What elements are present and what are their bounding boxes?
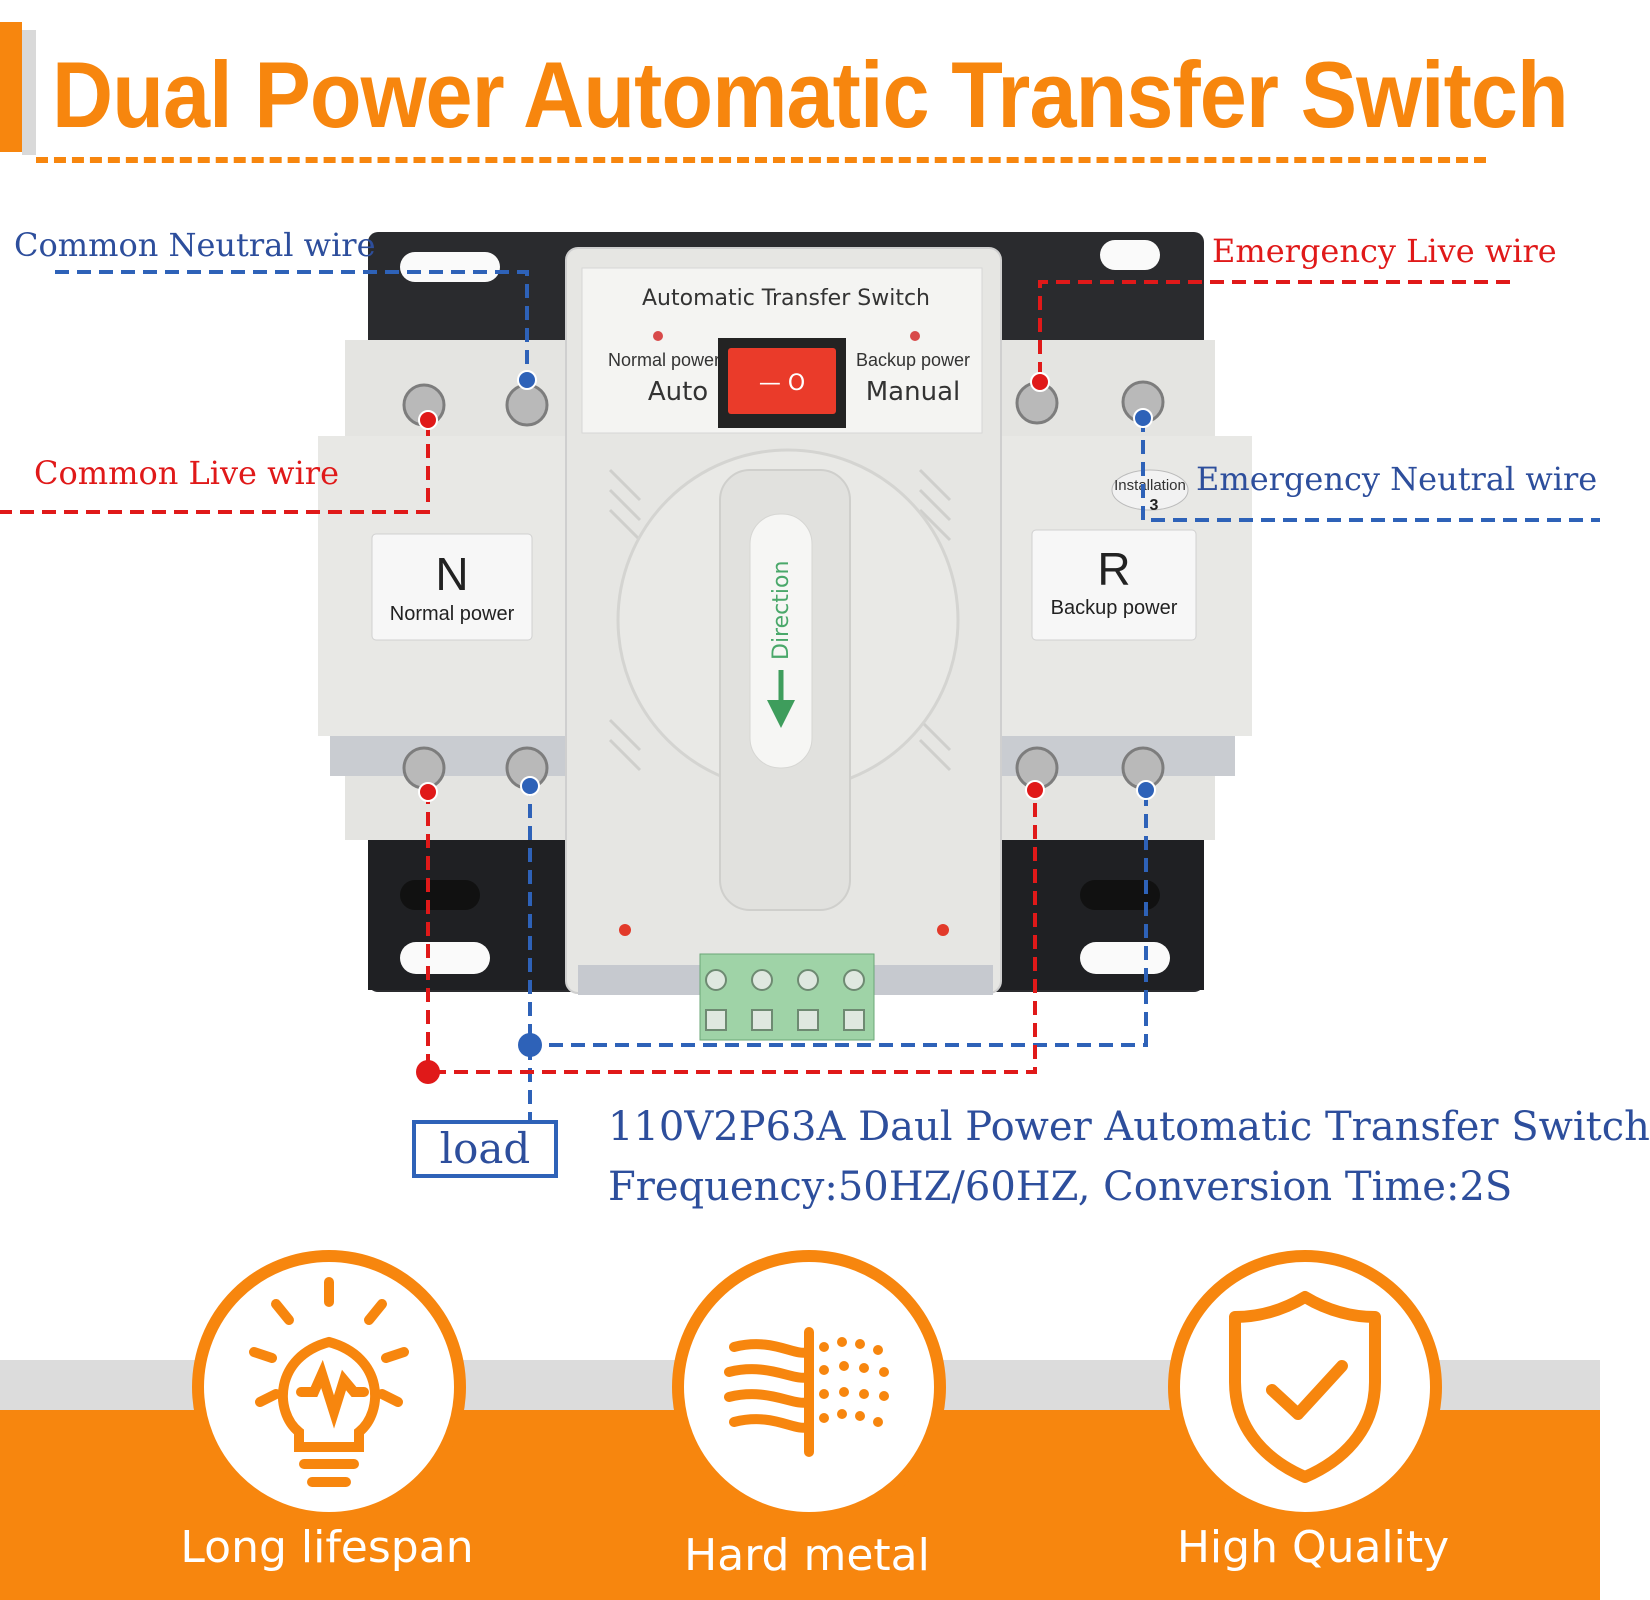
shield-check-icon (1229, 1291, 1381, 1483)
feature-label-hard-metal: Hard metal (684, 1530, 930, 1581)
normal-power-letter: N (435, 548, 468, 600)
model-description: 110V2P63A Daul Power Automatic Transfer … (608, 1104, 1650, 1150)
backup-power-indicator-label: Backup power (856, 350, 970, 370)
emergency-neutral-wire-label: Emergency Neutral wire (1196, 460, 1598, 498)
feature-circle-lifespan (192, 1250, 466, 1524)
hard-metal-icon (724, 1327, 889, 1457)
common-live-wire-label: Common Live wire (34, 454, 340, 492)
normal-power-plate (371, 533, 533, 641)
header-divider (36, 157, 1486, 163)
manual-label: Manual (866, 377, 960, 407)
mount-slot-top-right (1100, 240, 1160, 270)
backup-power-label: Backup power (1051, 597, 1178, 619)
mount-slot-top-left (400, 252, 500, 282)
common-neutral-wire-label: Common Neutral wire (14, 226, 376, 264)
emergency-live-wire-label: Emergency Live wire (1212, 232, 1557, 270)
feature-label-quality: High Quality (1176, 1522, 1450, 1573)
rocker-switch-symbol: — O (759, 371, 805, 396)
direction-arrow-icon (767, 700, 795, 728)
feature-circle-quality (1168, 1250, 1442, 1524)
installation-sticker (1111, 469, 1189, 511)
header-accent-shadow (22, 30, 36, 155)
auto-label: Auto (648, 377, 708, 407)
terminal-screws (402, 380, 1165, 790)
vent-grille (608, 468, 952, 772)
installation-number: 3 (1150, 497, 1159, 514)
lightbulb-icon (249, 1277, 409, 1487)
live-wires (0, 280, 1510, 1074)
mount-slot-bottom-right (1080, 942, 1170, 974)
normal-power-indicator-label: Normal power (608, 350, 720, 370)
feature-circle-hard-metal (672, 1250, 946, 1524)
handle-direction-label: Direction (769, 561, 794, 660)
load-label: load (412, 1120, 558, 1178)
spec-description: Frequency:50HZ/60HZ, Conversion Time:2S (608, 1164, 1513, 1210)
backup-power-letter: R (1097, 543, 1130, 595)
feature-label-lifespan: Long lifespan (180, 1522, 474, 1573)
page-title: Dual Power Automatic Transfer Switch (52, 42, 1569, 147)
installation-label: Installation (1114, 477, 1186, 494)
connection-dots (416, 370, 1156, 1084)
neutral-wires (55, 270, 1600, 1120)
mount-slot-bottom-left (400, 942, 490, 974)
header-accent-bar (0, 22, 22, 152)
panel-title: Automatic Transfer Switch (642, 286, 930, 311)
backup-power-plate (1031, 529, 1197, 641)
normal-power-label: Normal power (390, 603, 515, 625)
transfer-switch-diagram: N Normal power R Backup power Installati… (0, 232, 1600, 1120)
